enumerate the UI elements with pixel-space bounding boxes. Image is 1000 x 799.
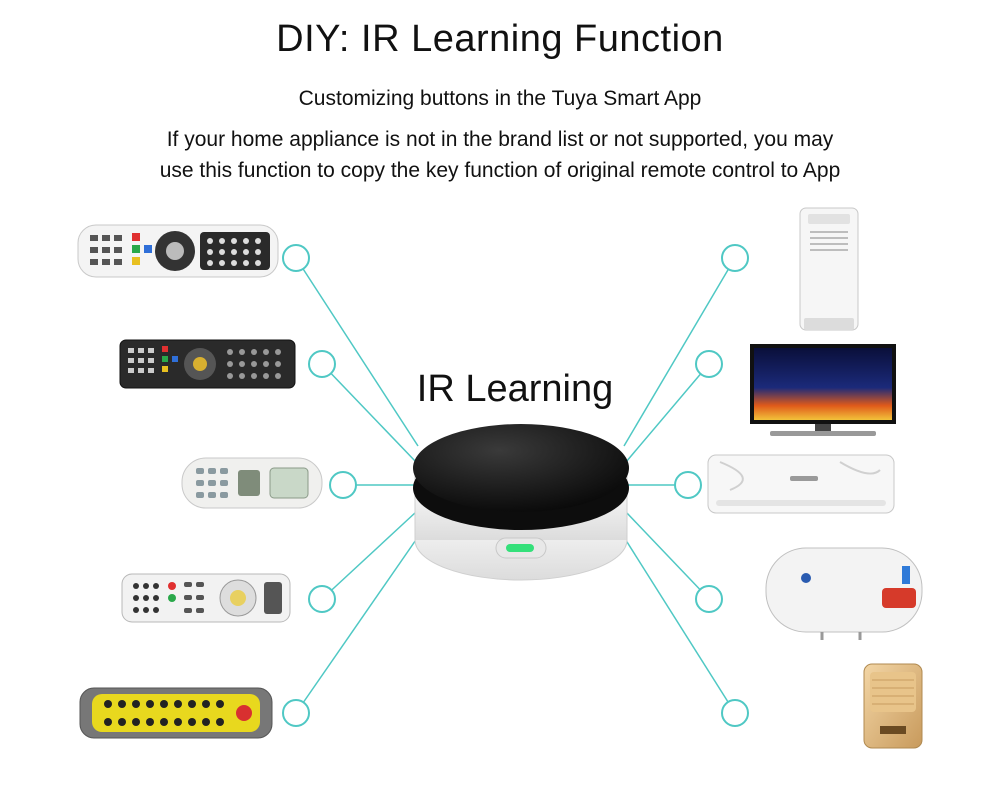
status-led-icon	[506, 544, 534, 552]
right-connector-node-3	[674, 471, 702, 499]
ac-remote-white-icon	[181, 457, 323, 509]
portable-air-conditioner-icon	[799, 207, 859, 331]
connector-lines	[282, 244, 749, 727]
water-heater-icon	[765, 547, 923, 640]
right-connector-line-2	[625, 363, 710, 463]
right-connector-line-1	[623, 257, 736, 447]
ir-hub-device	[413, 424, 629, 581]
split-air-conditioner-icon	[707, 454, 895, 514]
right-connector-node-4	[695, 585, 723, 613]
left-connector-line-4	[321, 511, 417, 600]
right-connector-node-5	[721, 699, 749, 727]
left-connector-line-1	[295, 257, 419, 447]
left-connector-node-2	[308, 350, 336, 378]
page-title: DIY: IR Learning Function	[276, 18, 724, 60]
air-purifier-icon	[863, 663, 923, 749]
description: If your home appliance is not in the bra…	[0, 124, 1000, 186]
television-icon	[750, 344, 896, 436]
left-connector-node-4	[308, 585, 336, 613]
description-line-1: If your home appliance is not in the bra…	[166, 128, 834, 151]
tv-remote-black-icon	[119, 339, 296, 389]
left-connector-line-2	[321, 363, 417, 463]
left-connector-line-5	[295, 533, 421, 714]
tv-remote-white-icon	[77, 224, 279, 278]
page-subtitle: Customizing buttons in the Tuya Smart Ap…	[298, 87, 702, 110]
description-line-2: use this function to copy the key functi…	[159, 159, 841, 182]
right-connector-node-2	[695, 350, 723, 378]
right-connector-node-1	[721, 244, 749, 272]
set-top-box-remote-icon	[121, 573, 291, 623]
right-connector-line-5	[621, 533, 736, 714]
left-connector-node-1	[282, 244, 310, 272]
hub-label: IR Learning	[416, 368, 614, 410]
yellow-keypad-remote-icon	[79, 687, 273, 739]
right-connector-line-4	[625, 511, 710, 600]
left-connector-node-5	[282, 699, 310, 727]
left-connector-node-3	[329, 471, 357, 499]
